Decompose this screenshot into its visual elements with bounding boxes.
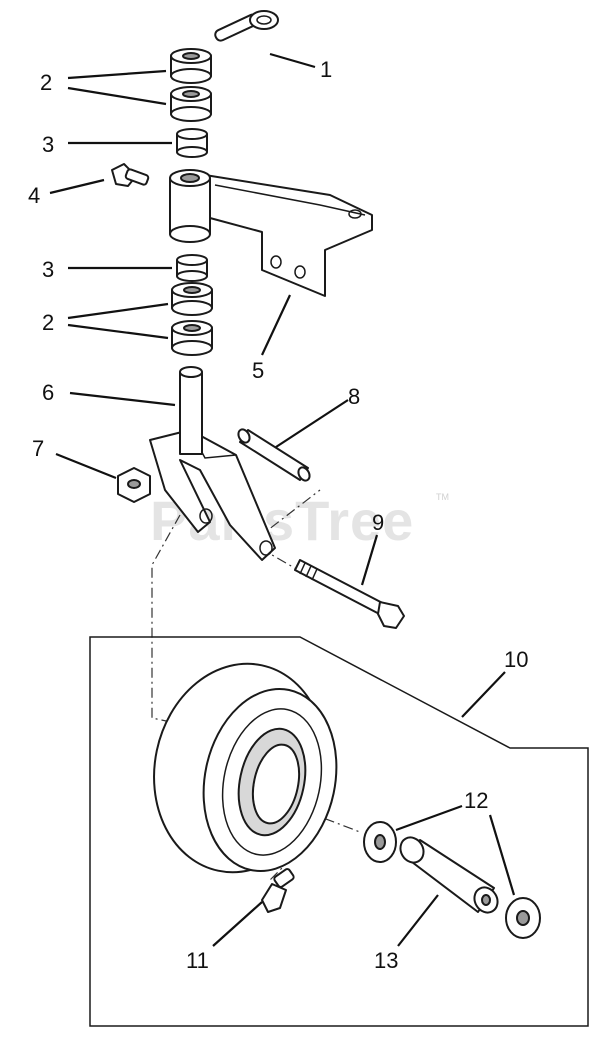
leader-2d (67, 323, 169, 340)
callout-1: 1 (320, 57, 332, 82)
spacer-washer-icon (171, 282, 213, 316)
spacer-tube-icon (237, 428, 311, 482)
bushing-icon (176, 254, 208, 282)
callout-3-lower: 3 (42, 257, 54, 282)
pin-icon (214, 10, 279, 42)
leader-2c (67, 302, 169, 320)
assembly-line-tube (254, 489, 321, 541)
leader-12a (395, 804, 463, 832)
leader-5 (261, 294, 291, 356)
bearing-icon (363, 821, 397, 863)
callout-10: 10 (504, 647, 528, 672)
leader-12b (488, 814, 516, 896)
callout-2: 2 (40, 70, 52, 95)
callout-5: 5 (252, 358, 264, 383)
leader-13 (397, 894, 439, 947)
spacer-washer-icon (170, 48, 212, 84)
leader-8 (275, 399, 349, 448)
caster-fork-icon (149, 366, 276, 561)
leader-4 (49, 178, 105, 195)
leader-11 (212, 901, 263, 947)
leader-6 (69, 391, 176, 407)
callout-2-lower: 2 (42, 310, 54, 335)
leader-1 (269, 52, 316, 69)
leader-7 (55, 452, 117, 480)
nut-icon (117, 467, 151, 503)
spacer-washer-icon (170, 86, 212, 122)
grease-fitting-icon (261, 868, 295, 913)
grease-fitting-icon (111, 163, 150, 187)
leader-2a (67, 69, 167, 80)
leader-10 (461, 671, 506, 718)
spacer-washer-icon (171, 320, 213, 356)
bolt-icon (294, 559, 405, 629)
spacer-tube-icon (399, 836, 499, 914)
callout-6: 6 (42, 380, 54, 405)
callout-13: 13 (374, 948, 398, 973)
wheel-assembly-frame (89, 636, 589, 1027)
leader-2b (67, 86, 167, 106)
callout-8: 8 (348, 384, 360, 409)
bearing-icon (505, 897, 541, 939)
callout-3: 3 (42, 132, 54, 157)
callout-9: 9 (372, 510, 384, 535)
callout-12: 12 (464, 788, 488, 813)
callout-11: 11 (186, 948, 209, 973)
callout-labels: 1 2 3 4 3 2 5 6 8 7 9 10 12 11 13 (28, 57, 528, 973)
callout-4: 4 (28, 183, 40, 208)
leader-9 (360, 534, 379, 586)
callout-7: 7 (32, 436, 44, 461)
caster-bracket-icon (169, 169, 373, 297)
bushing-icon (176, 128, 208, 158)
watermark-tm: TM (436, 492, 449, 502)
wheel-assembly-icon (153, 662, 338, 874)
leader-lines (49, 52, 516, 947)
